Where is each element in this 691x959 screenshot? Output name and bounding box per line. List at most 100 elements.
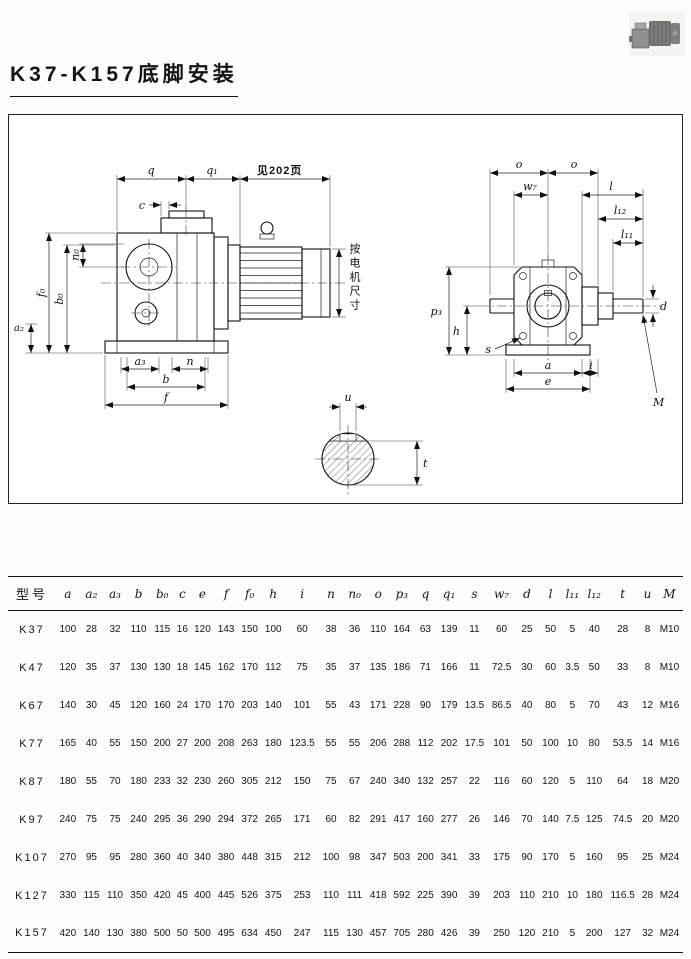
value-cell: 705 xyxy=(393,927,411,939)
dim-label-f0: f₀ xyxy=(35,288,48,298)
value-cell: 8 xyxy=(644,624,651,636)
dim-label-l11: l₁₁ xyxy=(621,228,633,241)
value-cell: 75 xyxy=(325,776,337,787)
value-cell: 160 xyxy=(153,700,171,711)
model-cell: K97 xyxy=(19,813,45,826)
value-cell: 123.5 xyxy=(289,738,315,749)
value-cell: 457 xyxy=(369,927,387,939)
value-cell: 26 xyxy=(468,814,480,825)
dim-label-o-right: o xyxy=(571,158,578,171)
value-cell: 110 xyxy=(586,776,603,787)
column-header-23: t xyxy=(606,576,640,611)
value-cell: 110 xyxy=(130,624,147,636)
value-cell: 380 xyxy=(217,852,235,863)
value-cell: 116 xyxy=(493,776,510,787)
value-cell: 175 xyxy=(493,852,510,863)
value-cell: 95 xyxy=(617,852,629,863)
value-cell: 37 xyxy=(349,662,361,673)
value-cell: 140 xyxy=(59,700,77,711)
value-cell: 400 xyxy=(194,890,211,901)
value-cell: 347 xyxy=(369,852,387,863)
value-cell: 64 xyxy=(617,776,629,787)
value-cell: 36 xyxy=(349,624,361,636)
dim-label-a2: a₂ xyxy=(14,323,24,334)
value-cell: 5 xyxy=(569,776,576,787)
value-cell: 30 xyxy=(521,662,533,673)
value-cell: M24 xyxy=(659,852,680,863)
value-cell: 70 xyxy=(521,814,533,825)
value-cell: 80 xyxy=(588,738,600,749)
value-cell: 100 xyxy=(264,624,282,636)
value-cell: 32 xyxy=(641,927,654,939)
value-cell: 95 xyxy=(109,852,121,863)
value-cell: 35 xyxy=(85,662,97,673)
value-cell: 240 xyxy=(59,814,77,825)
column-header-19: d xyxy=(515,576,539,611)
dim-label-e: e xyxy=(545,375,552,388)
value-cell: 18 xyxy=(641,776,654,787)
value-cell: 50 xyxy=(521,738,533,749)
value-cell: 25 xyxy=(641,852,654,863)
value-cell: 240 xyxy=(369,776,387,787)
dim-label-c: c xyxy=(139,199,145,212)
shaft-section-drawing: u t xyxy=(315,391,428,495)
column-header-1: a₂ xyxy=(79,576,104,611)
value-cell: 350 xyxy=(130,890,147,901)
column-header-17: s xyxy=(460,576,488,611)
value-cell: 55 xyxy=(349,738,361,749)
value-cell: 291 xyxy=(369,814,387,825)
value-cell: 203 xyxy=(493,890,510,901)
value-cell: 111 xyxy=(347,890,363,901)
value-cell: 74.5 xyxy=(612,814,633,825)
value-cell: 145 xyxy=(194,662,211,673)
value-cell: 43 xyxy=(617,700,629,711)
value-cell: 5 xyxy=(569,624,576,636)
value-cell: 280 xyxy=(130,852,147,863)
value-cell: 39 xyxy=(468,927,480,939)
value-cell: 160 xyxy=(417,814,434,825)
value-cell: 36 xyxy=(176,814,188,825)
value-cell: 39 xyxy=(468,890,480,901)
value-cell: M10 xyxy=(659,662,680,673)
value-cell: 139 xyxy=(440,624,458,636)
value-cell: 166 xyxy=(440,662,458,673)
value-cell: 45 xyxy=(109,700,121,711)
gearmotor-photo-image xyxy=(629,12,685,56)
value-cell: 495 xyxy=(217,927,235,939)
column-header-22: l₁₂ xyxy=(582,576,607,611)
dim-label-q1: q₁ xyxy=(206,164,217,177)
value-cell: 5 xyxy=(569,700,576,711)
column-header-9: h xyxy=(261,576,286,611)
value-cell: 90 xyxy=(419,700,431,711)
value-cell: 75 xyxy=(85,814,97,825)
column-header-20: l xyxy=(538,576,563,611)
value-cell: 110 xyxy=(107,890,123,901)
value-cell: 130 xyxy=(153,662,171,673)
value-cell: 265 xyxy=(264,814,282,825)
model-cell: K87 xyxy=(19,775,45,788)
value-cell: 225 xyxy=(417,890,434,901)
value-cell: 146 xyxy=(493,814,510,825)
value-cell: 95 xyxy=(85,852,97,863)
value-cell: 503 xyxy=(393,852,411,863)
value-cell: 390 xyxy=(440,890,458,901)
value-cell: 32 xyxy=(109,624,121,636)
value-cell: 72.5 xyxy=(491,662,512,673)
column-header-5: c xyxy=(174,576,191,611)
column-header-21: l₁₁ xyxy=(562,576,583,611)
front-view-drawing: o o w₇ l l₁₂ l₁₁ p₃ xyxy=(431,158,668,409)
value-cell: 127 xyxy=(614,927,631,939)
column-header-14: p₃ xyxy=(390,576,414,611)
value-cell: 171 xyxy=(369,700,387,711)
value-cell: 115 xyxy=(154,624,171,636)
value-cell: 200 xyxy=(417,852,434,863)
column-header-15: q xyxy=(413,576,438,611)
value-cell: 110 xyxy=(518,890,535,901)
value-cell: 200 xyxy=(153,738,171,749)
value-cell: 5 xyxy=(569,927,576,939)
value-cell: 35 xyxy=(325,662,337,673)
value-cell: 448 xyxy=(241,852,258,863)
